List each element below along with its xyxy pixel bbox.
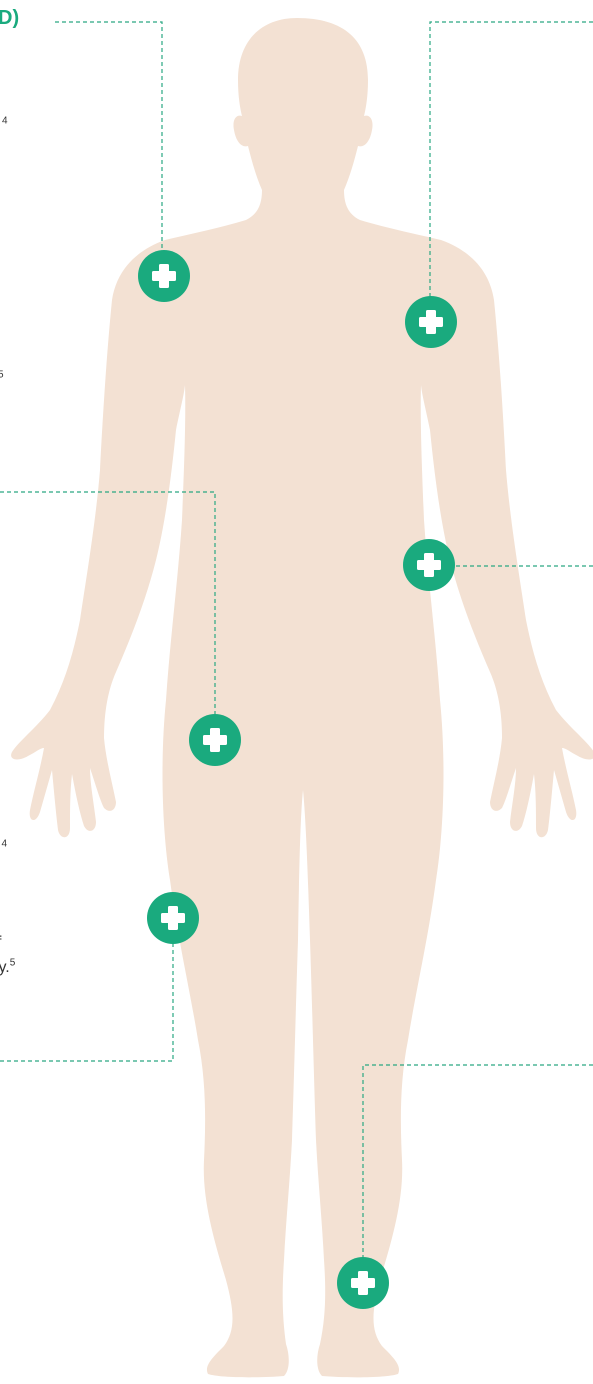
marker-right-hip[interactable] — [189, 714, 241, 766]
text-fragment: .4 — [0, 837, 7, 861]
leader-line-right-shoulder — [55, 22, 162, 262]
reference-superscript: 5 — [10, 958, 16, 969]
reference-superscript: 5 — [0, 370, 4, 381]
reference-superscript: 4 — [2, 116, 8, 127]
text-fragment-body: ty. — [0, 959, 10, 976]
text-fragment: f — [0, 931, 1, 955]
marker-right-shoulder[interactable] — [138, 250, 190, 302]
marker-left-elbow[interactable] — [403, 539, 455, 591]
marker-right-knee[interactable] — [147, 892, 199, 944]
leader-line-right-knee — [0, 922, 173, 1061]
marker-left-ankle[interactable] — [337, 1257, 389, 1309]
reference-superscript: 4 — [1, 839, 7, 850]
text-fragment-body: f — [0, 934, 1, 951]
body-silhouette-shape — [11, 18, 593, 1377]
section-heading-fragment: D) — [0, 6, 19, 30]
text-fragment: 5 — [0, 368, 4, 392]
marker-left-shoulder[interactable] — [405, 296, 457, 348]
text-fragment: ty.5 — [0, 956, 15, 980]
text-fragment: 4 — [2, 114, 8, 138]
human-body-silhouette — [11, 18, 593, 1377]
